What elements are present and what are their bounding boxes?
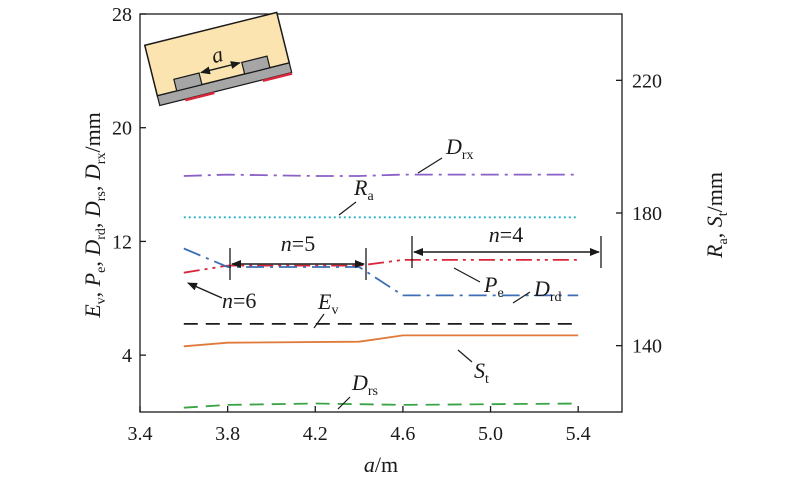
label-pe: Pe [453, 267, 504, 301]
inset-footing-left [173, 72, 203, 92]
label-drx-text: Drx [445, 134, 474, 163]
inset-schematic: a [143, 11, 293, 107]
label-drs-text: Drs [351, 370, 378, 399]
series-line-drx [183, 173, 579, 177]
label-drs: Drs [337, 370, 378, 410]
x-axis-ticks: 3.4 3.8 4.2 4.6 5.0 5.4 [128, 406, 591, 445]
label-ra: Ra [338, 175, 374, 216]
x-tick-label: 3.4 [128, 423, 153, 445]
range-annotation-n5: n=5 [229, 231, 367, 280]
series-line-drs [183, 402, 579, 409]
label-ra-text: Ra [353, 175, 374, 204]
inset-red-strip-left [184, 91, 215, 102]
annotation-n6: n=6 [187, 282, 256, 313]
x-tick-label: 5.0 [478, 423, 503, 445]
left-y-tick-label: 4 [122, 345, 132, 367]
inset-spacing-arrow [200, 61, 241, 75]
label-ev: Ev [313, 289, 338, 329]
label-pe-leader [453, 267, 481, 283]
left-y-tick-label: 12 [112, 231, 132, 253]
right-y-tick-label: 220 [632, 70, 662, 92]
annotation-n6-arrow [187, 282, 223, 299]
label-drd-text: Drd [533, 276, 562, 305]
right-y-tick-label: 140 [632, 336, 662, 358]
x-tick-label: 4.6 [390, 423, 415, 445]
right-y-axis-label: Ra, St/mm [702, 172, 731, 259]
label-drx-leader [417, 157, 443, 174]
label-drd: Drd [512, 276, 562, 305]
inset-base-strip [156, 62, 293, 107]
x-axis-label: a/m [364, 452, 398, 477]
label-drx: Drx [417, 134, 474, 174]
label-drd-leader [512, 291, 531, 304]
inset-footing-right [241, 55, 271, 75]
annotation-n6-label: n=6 [222, 288, 256, 313]
label-ra-leader [338, 201, 357, 216]
label-pe-text: Pe [483, 272, 504, 301]
label-ev-leader [313, 313, 325, 329]
x-tick-label: 3.8 [215, 423, 240, 445]
label-st: St [457, 349, 489, 387]
left-y-axis-ticks: 4 12 20 28 [112, 4, 146, 367]
label-st-leader [457, 349, 473, 363]
x-tick-label: 5.4 [566, 423, 591, 445]
left-y-axis-label: Ev, Pe, Drd, Drs, Drx/mm [80, 112, 109, 319]
label-drs-leader [337, 396, 351, 410]
right-y-axis-ticks: 140 180 220 [616, 70, 662, 358]
range-n4-label: n=4 [489, 222, 523, 247]
range-annotation-n4: n=4 [411, 222, 602, 268]
series-line-pe [183, 258, 579, 274]
inset-red-strip-right [262, 72, 293, 83]
left-y-tick-label: 20 [112, 118, 132, 140]
label-st-text: St [474, 358, 489, 387]
series-line-st [183, 334, 579, 348]
x-tick-label: 4.2 [303, 423, 328, 445]
range-n5-label: n=5 [281, 231, 315, 256]
right-y-tick-label: 180 [632, 203, 662, 225]
left-y-tick-label: 28 [112, 4, 132, 26]
label-ev-text: Ev [317, 289, 338, 318]
